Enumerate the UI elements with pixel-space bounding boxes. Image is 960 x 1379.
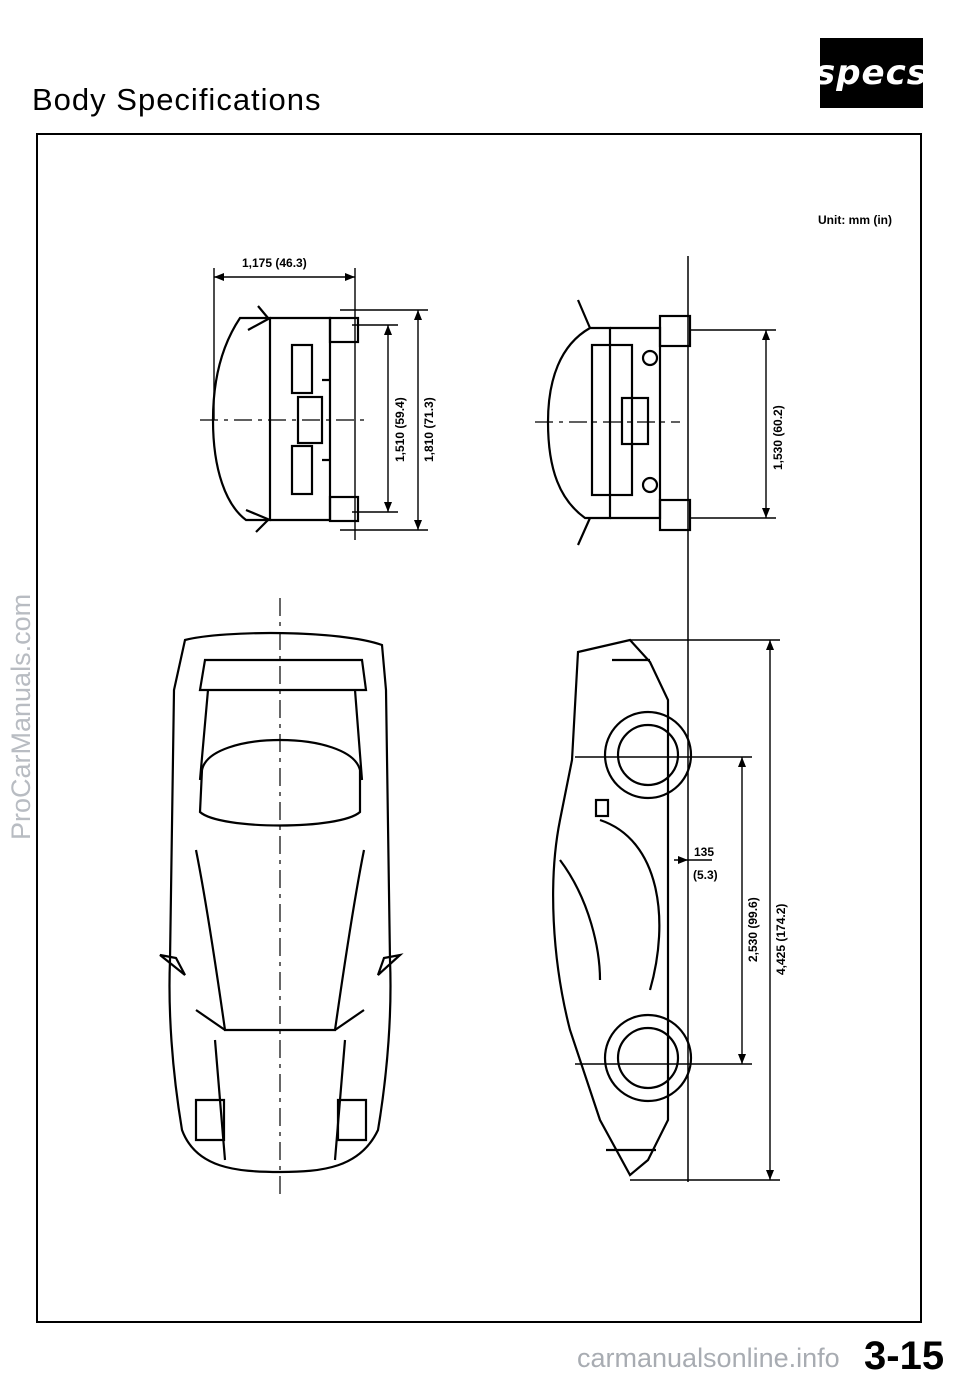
dimension-ground-clearance-in: (5.3) — [693, 868, 718, 882]
page-number: 3-15 — [864, 1334, 945, 1378]
page-title: Body Specifications — [32, 82, 322, 117]
front-view-drawing — [211, 305, 360, 533]
dimension-overall-length: 4,425 (174.2) — [774, 903, 788, 975]
dimension-wheelbase: 2,530 (99.6) — [746, 897, 760, 962]
rear-view-drawing — [546, 299, 692, 546]
dimension-rear-tread: 1,530 (60.2) — [771, 405, 785, 470]
dimension-front-width: 1,175 (46.3) — [242, 256, 307, 270]
dimension-ground-clearance-mm: 135 — [694, 845, 715, 859]
side-view-drawing — [552, 638, 693, 1177]
dimension-overall-width: 1,810 (71.3) — [422, 397, 436, 462]
figure-frame — [36, 133, 922, 1323]
dimension-front-tread: 1,510 (59.4) — [393, 397, 407, 462]
section-tab: specs — [815, 38, 927, 108]
side-watermark: ProCarManuals.com — [6, 593, 36, 840]
footer-watermark: carmanualsonline.info — [577, 1343, 840, 1373]
top-view-drawing — [159, 631, 404, 1174]
unit-label: Unit: mm (in) — [818, 213, 892, 227]
